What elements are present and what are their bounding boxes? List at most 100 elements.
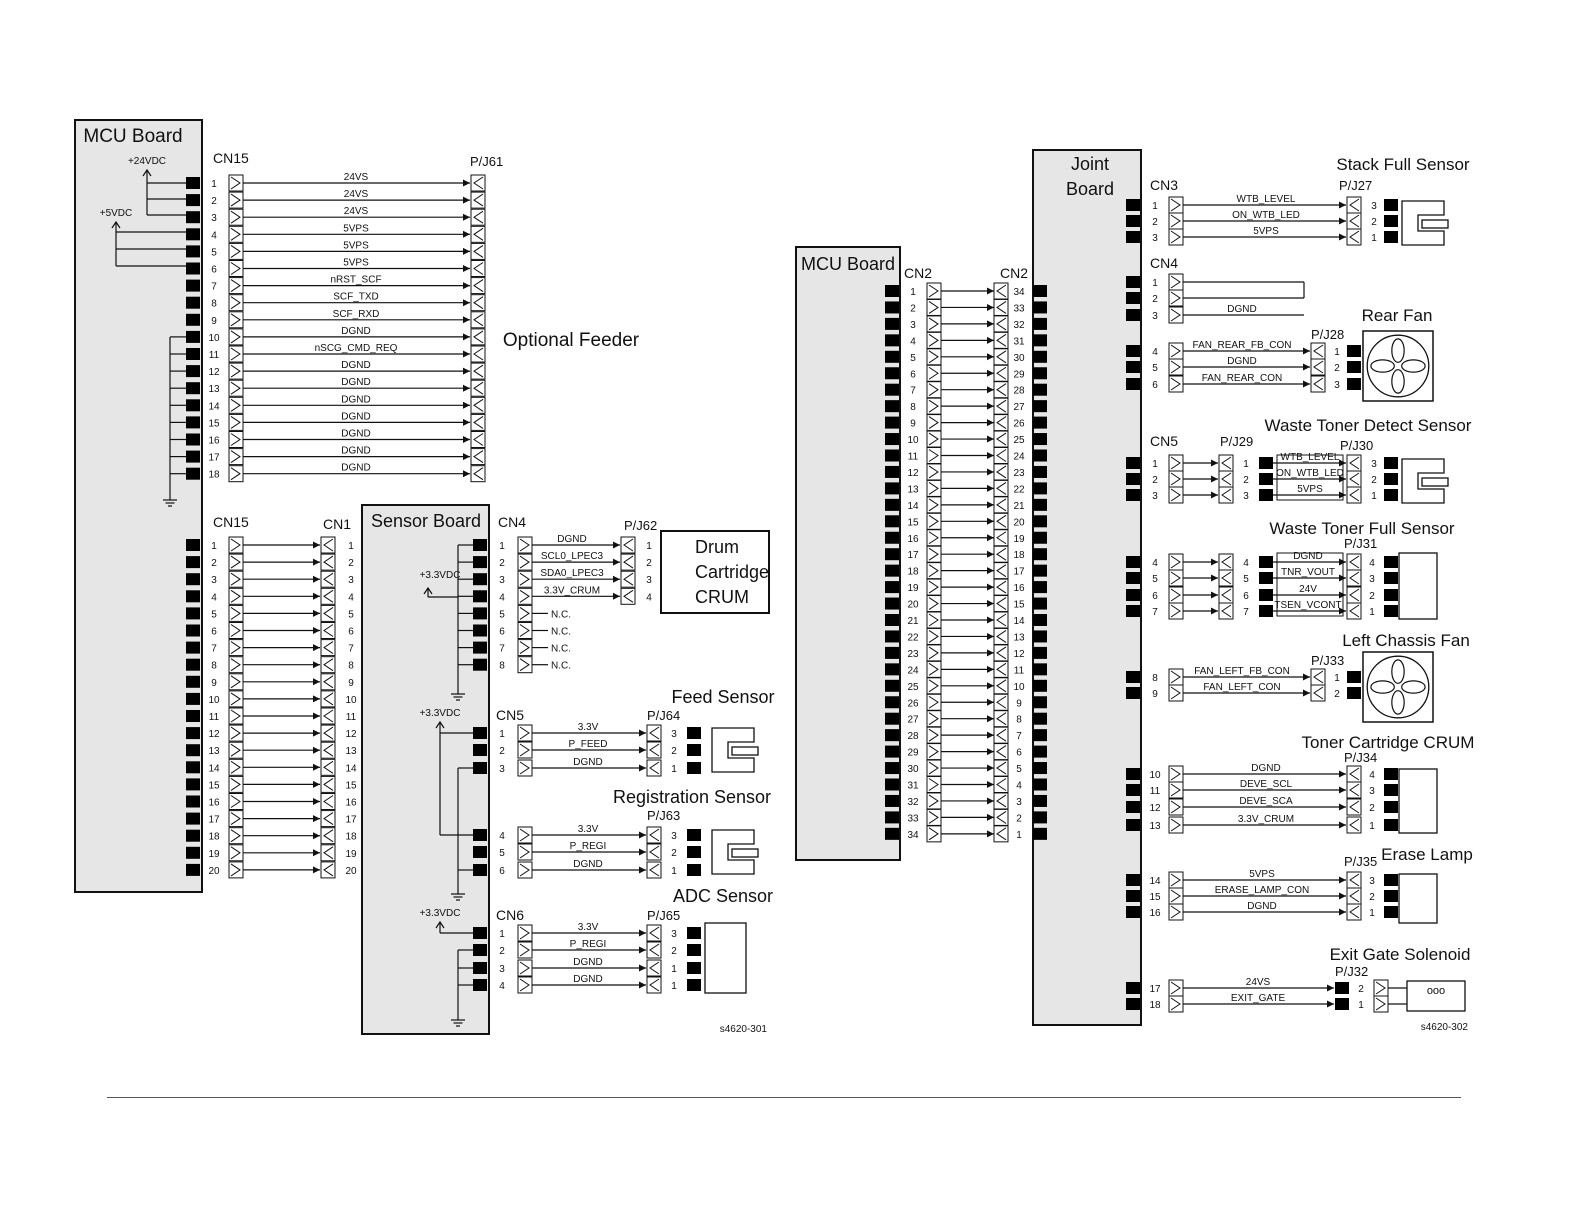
pin-number: 5 [348,609,354,620]
pin-number: 3 [671,729,677,740]
connector-receptacle [320,827,336,845]
signal-name: FAN_REAR_CON [1202,373,1283,384]
pin-number: 2 [646,558,652,569]
connector-pin [1033,646,1047,659]
connector-pin [1335,982,1349,994]
pin-number: 13 [1013,632,1025,643]
connector-pin [473,607,487,620]
pin-number: 2 [1371,475,1377,486]
connector-pin [885,334,899,347]
pin-number: 1 [671,981,677,992]
pin-number: 18 [208,470,220,481]
connector-pin [1347,378,1361,390]
connector-receptacle [993,611,1009,629]
connector-pin [1033,679,1047,692]
connector-pin [885,696,899,709]
connector-receptacle [1346,196,1362,214]
pin-number: 21 [907,616,919,627]
pin-number: 5 [910,353,916,364]
signal-name: 5VPS [343,223,369,234]
connector-receptacle [926,447,942,464]
connector-receptacle [926,479,942,497]
pin-number: 6 [1243,591,1249,602]
pin-number: 9 [211,316,217,327]
connector-pin [885,712,899,725]
pin-number: 1 [499,541,505,552]
pin-number: 9 [348,678,354,689]
pin-number: 25 [907,682,919,693]
connector-pin [1126,215,1140,227]
connector-receptacle [993,430,1009,448]
connector-pin [186,348,200,360]
connector-pin [1033,498,1047,511]
pj33-label: P/J33 [1311,653,1344,668]
pin-number: 2 [499,558,505,569]
arrowhead [987,797,994,805]
arrowhead [987,386,994,394]
arrowhead [987,616,994,624]
pin-number: 1 [1371,491,1377,502]
arrowhead [639,764,646,772]
pin-number: 34 [907,830,919,841]
pin-number: 11 [209,350,220,361]
pin-number: 28 [1013,386,1025,397]
connector-receptacle [228,707,244,725]
connector-receptacle [1218,586,1234,604]
connector-pin [1126,572,1140,584]
arrowhead [313,592,320,600]
pin-number: 12 [208,729,220,740]
pin-number: 17 [345,815,357,826]
joint-board [1032,149,1142,1026]
connector-receptacle [926,512,942,530]
connector-receptacle [470,396,486,414]
pin-number: 3 [1152,491,1158,502]
pin-number: 2 [671,746,677,757]
connector-receptacle [1168,342,1184,360]
arrowhead [987,764,994,772]
arrowhead [1327,984,1334,992]
arrowhead [1339,821,1346,829]
signal-name: TSEN_VCONT [1274,600,1341,611]
pin-number: 12 [1149,803,1161,814]
pin-number: 12 [345,729,357,740]
mcu-board-left [74,119,203,893]
connector-receptacle [228,844,244,862]
connector-receptacle [620,587,636,605]
arrowhead [639,831,646,839]
connector-receptacle [1346,553,1362,571]
waste-full-sensor-body [1398,552,1438,620]
pin-number: 1 [1152,201,1158,212]
signal-name: nRST_SCF [330,275,381,286]
connector-receptacle [1218,486,1234,504]
pin-number: 2 [1152,294,1158,305]
toner-cartridge-crum-title: Toner Cartridge CRUM [1302,733,1475,752]
signal-name: 3.3V_CRUM [1238,814,1294,825]
connector-receptacle [993,298,1009,316]
signal-name: P_REGI [570,841,607,852]
pin-number: 2 [1371,217,1377,228]
arrowhead [1303,689,1310,697]
pin-number: 22 [1013,484,1025,495]
connector-pin [1033,745,1047,758]
supply-3-3vdc: +3.3VDC [420,908,461,919]
connector-receptacle [320,570,336,588]
connector-pin [186,556,200,569]
connector-receptacle [1346,586,1362,604]
connector-pin [1033,416,1047,429]
connector-pin [885,548,899,561]
arrowhead [639,981,646,989]
connector-pin [186,262,200,275]
arrowhead [987,452,994,459]
connector-pin [1033,350,1047,363]
pin-number: 3 [1334,380,1340,391]
arrowhead [463,418,470,426]
pin-number: 21 [1013,501,1025,512]
connector-pin [186,675,200,688]
connector-pin [1033,482,1047,495]
connector-receptacle [228,810,244,828]
arrowhead [1327,1000,1334,1008]
pin-number: 18 [1149,1000,1161,1011]
connector-pin [1347,687,1361,699]
connector-receptacle [1373,979,1389,997]
pj62-label: P/J62 [624,518,657,533]
